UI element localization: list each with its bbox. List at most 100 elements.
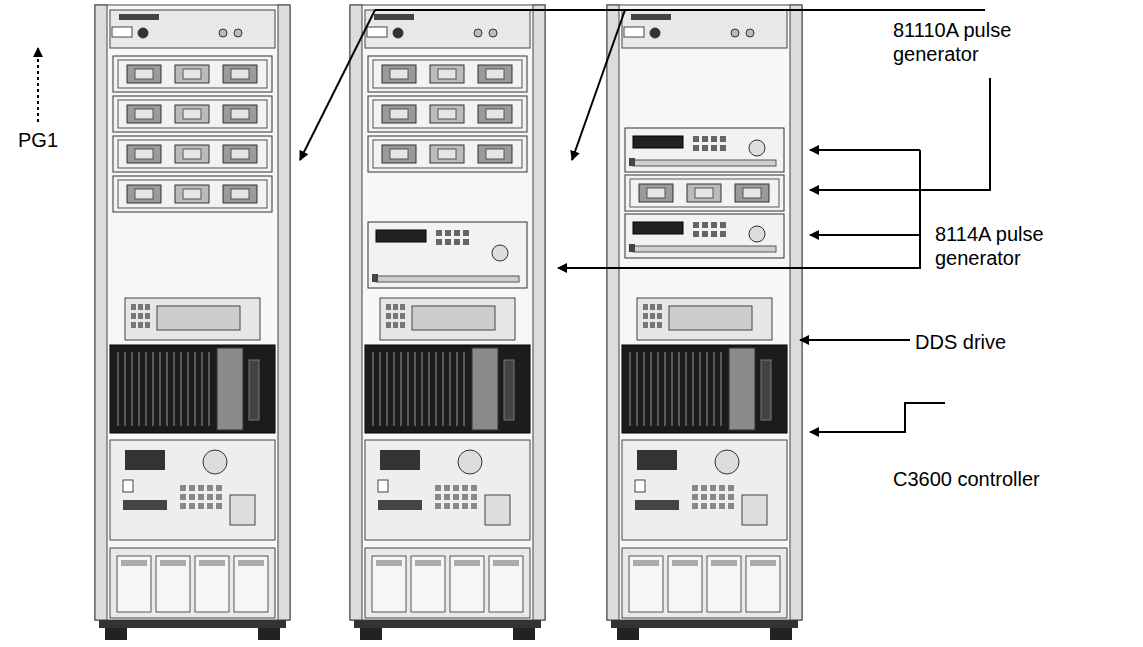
card-slot: [152, 352, 154, 426]
module-window: [231, 109, 249, 119]
switch: [635, 480, 645, 492]
dds-drive: [380, 298, 515, 340]
card-slot: [643, 352, 645, 426]
button: [180, 485, 186, 491]
key: [400, 304, 405, 310]
button: [207, 503, 213, 509]
module-window: [486, 149, 504, 159]
key: [702, 222, 708, 228]
module-panel: [382, 105, 416, 123]
key: [145, 304, 150, 310]
key: [436, 230, 442, 236]
connector-strip: [633, 160, 776, 166]
card-slot: [201, 352, 203, 426]
button: [692, 503, 698, 509]
button: [189, 503, 195, 509]
key: [463, 230, 469, 236]
key: [702, 145, 708, 151]
button: [207, 494, 213, 500]
callout-label: PG1: [18, 128, 58, 152]
key: [393, 313, 398, 319]
module-window: [390, 69, 408, 79]
key: [454, 239, 460, 245]
key: [393, 304, 398, 310]
key: [693, 222, 699, 228]
button: [462, 485, 468, 491]
module-window: [231, 189, 249, 199]
terminal-strip: [123, 500, 167, 510]
button: [719, 485, 725, 491]
terminal-row: [672, 560, 698, 566]
pulse-generator-81110a: [113, 56, 272, 92]
button: [462, 494, 468, 500]
knob: [746, 29, 754, 37]
logo-strip: [374, 14, 414, 20]
display: [380, 450, 420, 470]
rack-side: [533, 5, 545, 620]
pulse-generator-81110a: [113, 136, 272, 172]
pulse-generator-8114a: [625, 214, 784, 258]
module-panel: [127, 145, 161, 163]
card-slot: [379, 352, 381, 426]
card-slot: [117, 352, 119, 426]
connector-strip: [633, 246, 776, 252]
card-slot: [650, 352, 652, 426]
key: [643, 313, 648, 319]
card-slot: [400, 352, 402, 426]
button: [701, 503, 707, 509]
unit-frame: [118, 140, 267, 168]
button: [710, 485, 716, 491]
module-panel: [223, 185, 257, 203]
terminal-row: [415, 560, 441, 566]
module-window: [390, 149, 408, 159]
unit-frame: [118, 180, 267, 208]
key: [650, 313, 655, 319]
foot: [360, 628, 382, 640]
plinth: [611, 620, 798, 628]
card-slot: [159, 352, 161, 426]
badge: [112, 27, 132, 37]
module-window: [438, 109, 456, 119]
key: [131, 322, 136, 328]
module-window: [183, 69, 201, 79]
switch: [123, 480, 133, 492]
card-slot: [706, 352, 708, 426]
terminal-box: [707, 556, 741, 612]
module-panel: [478, 65, 512, 83]
module-window: [135, 189, 153, 199]
power-module: [472, 348, 498, 430]
key: [720, 136, 726, 142]
knob: [492, 245, 508, 261]
module-panel: [127, 65, 161, 83]
power-module: [729, 348, 755, 430]
leader-line: [810, 403, 945, 432]
terminal-row: [199, 560, 225, 566]
module-panel: [430, 105, 464, 123]
key: [693, 231, 699, 237]
top-panel: [365, 10, 530, 48]
key: [138, 313, 143, 319]
equipment-rack: [607, 5, 802, 640]
terminal-row: [238, 560, 264, 566]
rack-side: [95, 5, 107, 620]
module-panel: [382, 145, 416, 163]
key: [711, 231, 717, 237]
terminal-row: [454, 560, 480, 566]
key: [657, 322, 662, 328]
pulse-generator-81110a: [625, 175, 784, 211]
terminal-row: [493, 560, 519, 566]
card-slot: [713, 352, 715, 426]
button: [728, 503, 734, 509]
button: [728, 485, 734, 491]
leader-line: [375, 9, 985, 11]
card-slot: [636, 352, 638, 426]
module-panel: [127, 105, 161, 123]
terminal-box: [411, 556, 445, 612]
terminal-box: [234, 556, 268, 612]
direction-arrow: [37, 48, 39, 122]
module-panel: [430, 65, 464, 83]
button: [471, 503, 477, 509]
foot: [105, 628, 127, 640]
button: [444, 485, 450, 491]
key: [386, 313, 391, 319]
